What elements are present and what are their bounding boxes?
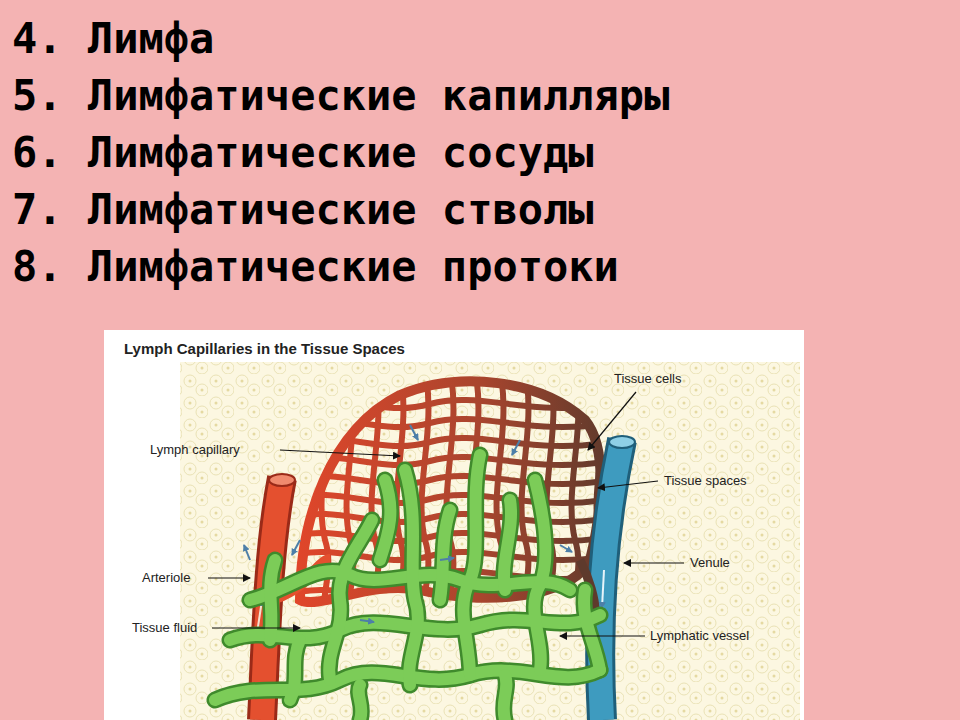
figure-panel — [104, 330, 804, 720]
list-item: 5. Лимфатические капилляры — [12, 71, 669, 121]
tissue-cells — [180, 362, 800, 720]
capillary-strand — [322, 370, 329, 620]
leader-lines — [208, 392, 684, 636]
capillary-strand — [290, 400, 610, 408]
flow-arrows — [244, 425, 572, 622]
lymphatic-network — [215, 455, 600, 720]
part-label: Arteriole — [142, 570, 190, 586]
figure-title: Lymph Capillaries in the Tissue Spaces — [124, 340, 405, 358]
list-item: 4. Лимфа — [12, 14, 214, 64]
list-item: 6. Лимфатические сосуды — [12, 128, 594, 178]
part-label: Venule — [690, 555, 730, 571]
list-item: 7. Лимфатические стволы — [12, 185, 594, 235]
part-label: Lymph capillary — [150, 442, 240, 458]
part-label: Lymphatic vessel — [650, 628, 749, 644]
part-label: Tissue spaces — [664, 473, 747, 489]
list-item: 8. Лимфатические протоки — [12, 242, 619, 292]
part-label: Tissue fluid — [132, 620, 197, 636]
part-label: Tissue cells — [614, 371, 681, 387]
